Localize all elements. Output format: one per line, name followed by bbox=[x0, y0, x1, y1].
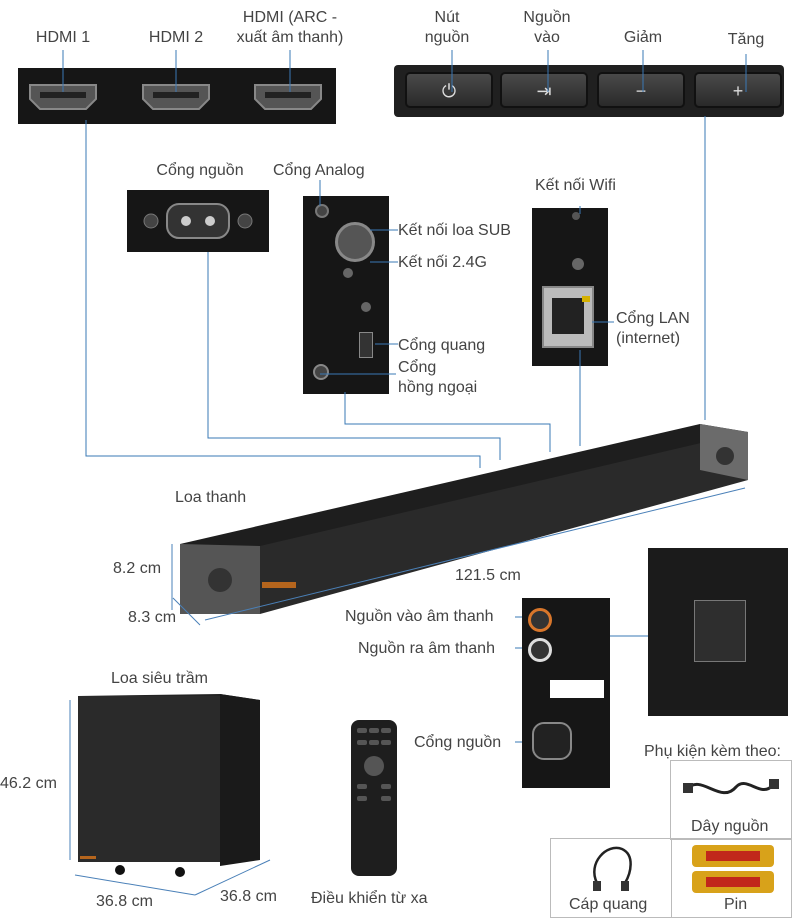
battery-icon bbox=[692, 845, 774, 893]
soundbar-height: 8.2 cm bbox=[113, 560, 162, 577]
soundbar-depth: 8.3 cm bbox=[128, 609, 177, 626]
rear-plate bbox=[694, 600, 746, 662]
optical-cable-box: Cáp quang bbox=[550, 838, 672, 918]
volume-up-button[interactable]: + bbox=[694, 72, 782, 108]
sub-power-label: Cổng nguồn bbox=[414, 734, 502, 751]
power-cable-label: Dây nguồn bbox=[691, 818, 769, 835]
subwoofer-width: 36.8 cm bbox=[96, 893, 153, 910]
hdmi-1-label: HDMI 1 bbox=[35, 29, 91, 46]
wifi-label: Kết nối Wifi bbox=[535, 177, 616, 194]
subwoofer-depth: 36.8 cm bbox=[220, 888, 277, 905]
hdmi-2-port bbox=[142, 84, 210, 110]
power-socket-icon bbox=[143, 203, 253, 239]
g24-port-label: Kết nối 2.4G bbox=[398, 254, 487, 271]
minus-icon: − bbox=[635, 81, 647, 101]
audio-in-label: Nguồn vào âm thanh bbox=[345, 608, 494, 625]
power-port-panel bbox=[127, 190, 269, 252]
optical-port-label: Cổng quang bbox=[398, 337, 486, 354]
subwoofer-title: Loa siêu trầm bbox=[111, 670, 208, 687]
remote-image bbox=[351, 720, 397, 876]
screw bbox=[361, 302, 371, 312]
battery-label: Pin bbox=[724, 896, 748, 913]
optical-cable-icon bbox=[593, 846, 632, 891]
power-cable-icon bbox=[683, 779, 779, 795]
audio-out-label: Nguồn ra âm thanh bbox=[358, 640, 495, 657]
analog-jack bbox=[315, 204, 329, 218]
volume-down-button[interactable]: − bbox=[597, 72, 685, 108]
ir-port-label: Cổng hồng ngoại bbox=[398, 359, 478, 396]
power-button[interactable]: ⏻ bbox=[405, 72, 493, 108]
lan-port-label: Cổng LAN (internet) bbox=[616, 310, 690, 347]
hdmi-arc-label: HDMI (ARC - xuất âm thanh) bbox=[236, 9, 344, 46]
plus-icon: + bbox=[732, 81, 744, 101]
audio-in-jack bbox=[528, 608, 552, 632]
volume-down-label: Giảm bbox=[623, 29, 663, 46]
battery-box: Pin bbox=[671, 838, 792, 918]
ac-socket bbox=[532, 722, 572, 760]
optical-port bbox=[359, 332, 373, 358]
analog-port-label: Cổng Analog bbox=[273, 162, 365, 179]
volume-up-label: Tăng bbox=[727, 31, 765, 48]
soundbar-width: 121.5 cm bbox=[455, 567, 521, 584]
subwoofer-height: 46.2 cm bbox=[0, 775, 57, 792]
power-port-label: Cổng nguồn bbox=[156, 162, 244, 179]
wifi-led bbox=[572, 212, 580, 220]
power-icon: ⏻ bbox=[441, 81, 457, 101]
audio-out-jack bbox=[528, 638, 552, 662]
hdmi-2-label: HDMI 2 bbox=[148, 29, 204, 46]
remote-label: Điều khiển từ xa bbox=[311, 890, 428, 907]
subwoofer-image bbox=[78, 694, 260, 877]
input-icon: ⇥ bbox=[536, 81, 552, 101]
subwoofer-rear-zoom bbox=[522, 598, 610, 788]
input-button[interactable]: ⇥ bbox=[500, 72, 588, 108]
side-panel bbox=[303, 196, 389, 394]
hdmi-1-port bbox=[29, 84, 97, 110]
power-button-label: Nút nguồn bbox=[424, 9, 470, 46]
ir-port bbox=[313, 364, 329, 380]
serial-sticker bbox=[550, 680, 604, 698]
input-button-label: Nguồn vào bbox=[523, 9, 571, 46]
screw bbox=[572, 258, 584, 270]
lan-port bbox=[542, 286, 594, 348]
optical-cable-label: Cáp quang bbox=[569, 896, 648, 913]
subwoofer-rear bbox=[648, 548, 788, 716]
wifi-lan-panel bbox=[532, 208, 608, 366]
hdmi-arc-port bbox=[254, 84, 322, 110]
sub-port-label: Kết nối loa SUB bbox=[398, 222, 511, 239]
screw bbox=[343, 268, 353, 278]
sub-connector bbox=[335, 222, 375, 262]
accessories-title: Phụ kiện kèm theo: bbox=[644, 743, 781, 760]
power-cable-box: Dây nguồn bbox=[670, 760, 792, 840]
